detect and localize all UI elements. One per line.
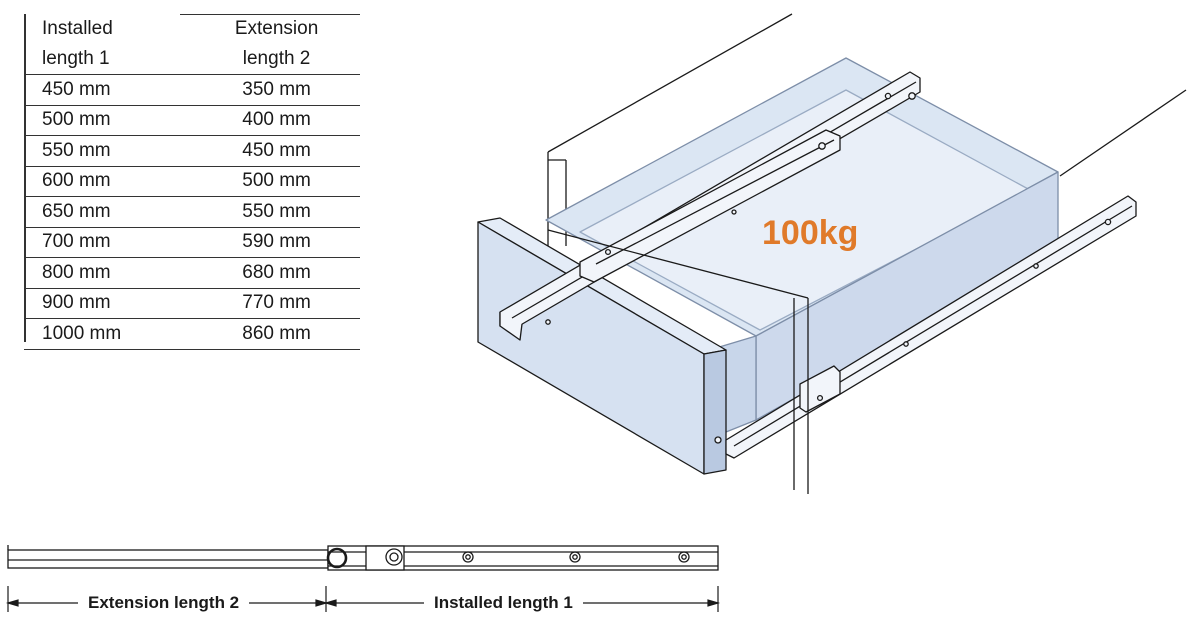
extension-cell: 680 mm (193, 257, 360, 289)
extension-cell: 450 mm (193, 135, 360, 167)
length-spec-table: Installed Extension length 1 length 2 45… (24, 14, 360, 350)
cabinet-front-post (547, 229, 809, 494)
side-view-rail (7, 545, 719, 571)
extension-cell: 550 mm (193, 196, 360, 228)
installed-cell: 800 mm (24, 257, 194, 289)
left-slide-rail (499, 71, 921, 341)
table-top-rule (180, 14, 360, 16)
extension-length-label: Extension length 2 (78, 593, 250, 613)
table-header-row: Installed Extension (24, 14, 360, 44)
cabinet-outline (547, 13, 1187, 252)
drawer-box (545, 57, 1059, 433)
installed-cell: 1000 mm (24, 318, 194, 350)
header-extension-line2: length 2 (193, 44, 360, 75)
extension-cell: 350 mm (193, 74, 360, 106)
extension-cell: 860 mm (193, 318, 360, 350)
installed-cell: 550 mm (24, 135, 194, 167)
header-extension-line1: Extension (234, 18, 319, 39)
extension-cell: 400 mm (193, 105, 360, 136)
drawer-front-panel (477, 217, 727, 475)
installed-cell: 900 mm (24, 288, 194, 319)
installed-cell: 650 mm (24, 196, 194, 228)
header-installed-line1: Installed (42, 18, 113, 39)
installed-cell: 450 mm (24, 74, 194, 106)
right-slide-rail (714, 195, 1137, 459)
header-installed-line2: length 1 (24, 44, 194, 75)
installed-length-label: Installed length 1 (424, 593, 583, 613)
load-capacity-label: 100kg (762, 214, 859, 252)
installed-cell: 700 mm (24, 227, 194, 258)
extension-cell: 500 mm (193, 166, 360, 197)
extension-cell: 590 mm (193, 227, 360, 258)
extension-cell: 770 mm (193, 288, 360, 319)
installed-cell: 500 mm (24, 105, 194, 136)
table-header-row: length 1 length 2 (24, 44, 360, 75)
installed-cell: 600 mm (24, 166, 194, 197)
